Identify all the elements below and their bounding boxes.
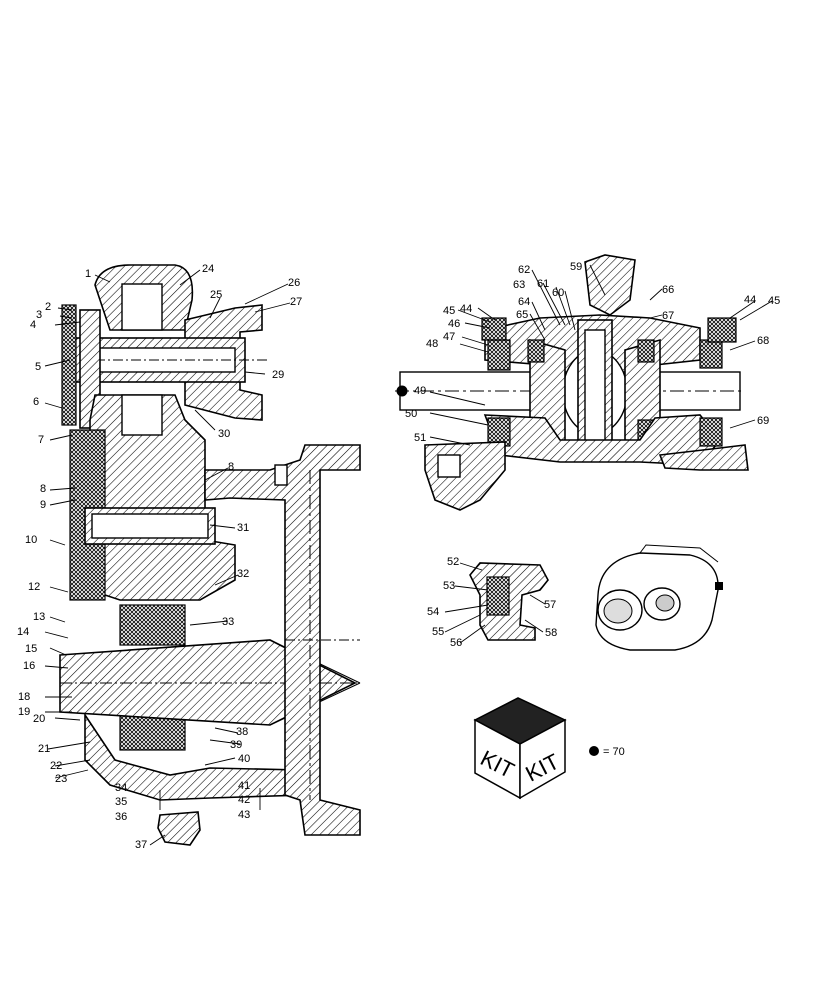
callout-63: 63	[513, 279, 525, 291]
callout-labels: 1 2 3 4 5 6 7 8 8 9 10 12 13 14 15 16 18…	[17, 261, 780, 851]
hub-cross-section	[59, 264, 361, 846]
callout-36: 36	[115, 811, 127, 823]
callout-15: 15	[25, 643, 37, 655]
callout-50: 50	[405, 408, 417, 420]
callout-21: 21	[38, 743, 50, 755]
callout-66: 66	[662, 284, 674, 296]
callout-45-left: 45	[443, 305, 455, 317]
callout-47: 47	[443, 331, 455, 343]
callout-38: 38	[236, 726, 248, 738]
callout-9: 9	[40, 499, 46, 511]
callout-3: 3	[36, 309, 42, 321]
callout-67: 67	[662, 310, 674, 322]
differential-cross-section	[395, 254, 749, 511]
callout-64: 64	[518, 296, 530, 308]
marker-dot-49	[396, 385, 408, 397]
callout-40: 40	[238, 753, 250, 765]
callout-62: 62	[518, 264, 530, 276]
callout-61: 61	[537, 278, 549, 290]
callout-14: 14	[17, 626, 29, 638]
callout-32: 32	[237, 568, 249, 580]
callout-33: 33	[222, 616, 234, 628]
callout-29: 29	[272, 369, 284, 381]
callout-26: 26	[288, 277, 300, 289]
callout-56: 56	[450, 637, 462, 649]
callout-16: 16	[23, 660, 35, 672]
callout-18: 18	[18, 691, 30, 703]
callout-13: 13	[33, 611, 45, 623]
callout-57: 57	[544, 599, 556, 611]
kit-cube-icon	[473, 697, 567, 800]
callout-31: 31	[237, 522, 249, 534]
callout-23: 23	[55, 773, 67, 785]
callout-22: 22	[50, 760, 62, 772]
callout-25: 25	[210, 289, 222, 301]
callout-34: 34	[115, 782, 127, 794]
callout-39: 39	[230, 739, 242, 751]
callout-51: 51	[414, 432, 426, 444]
callout-43: 43	[238, 809, 250, 821]
callout-8-right: 8	[228, 461, 234, 473]
callout-55: 55	[432, 626, 444, 638]
callout-7: 7	[38, 434, 44, 446]
callout-5: 5	[35, 361, 41, 373]
callout-48: 48	[426, 338, 438, 350]
callout-41: 41	[238, 780, 250, 792]
callout-20: 20	[33, 713, 45, 725]
callout-68: 68	[757, 335, 769, 347]
callout-65: 65	[516, 309, 528, 321]
callout-58: 58	[545, 627, 557, 639]
callout-54: 54	[427, 606, 439, 618]
kit-legend: = 70	[603, 746, 625, 758]
carrier-part-illustration	[595, 544, 723, 651]
callout-60: 60	[552, 287, 564, 299]
callout-27: 27	[290, 296, 302, 308]
callout-19: 19	[18, 706, 30, 718]
callout-69: 69	[757, 415, 769, 427]
seal-detail	[469, 562, 549, 641]
callout-46: 46	[448, 318, 460, 330]
callout-42: 42	[238, 794, 250, 806]
callout-44-left: 44	[460, 303, 472, 315]
callout-1: 1	[85, 268, 91, 280]
callout-4: 4	[30, 319, 36, 331]
callout-44-right: 44	[744, 294, 756, 306]
callout-24: 24	[202, 263, 214, 275]
leader-lines	[44, 264, 773, 846]
callout-49: 49	[414, 385, 426, 397]
callout-6: 6	[33, 396, 39, 408]
callout-52: 52	[447, 556, 459, 568]
callout-10: 10	[25, 534, 37, 546]
callout-59: 59	[570, 261, 582, 273]
callout-37: 37	[135, 839, 147, 851]
callout-35: 35	[115, 796, 127, 808]
callout-45-right: 45	[768, 295, 780, 307]
marker-dot-70	[589, 746, 599, 756]
callout-2: 2	[45, 301, 51, 313]
callout-30: 30	[218, 428, 230, 440]
callout-12: 12	[28, 581, 40, 593]
callout-8-left: 8	[40, 483, 46, 495]
callout-53: 53	[443, 580, 455, 592]
